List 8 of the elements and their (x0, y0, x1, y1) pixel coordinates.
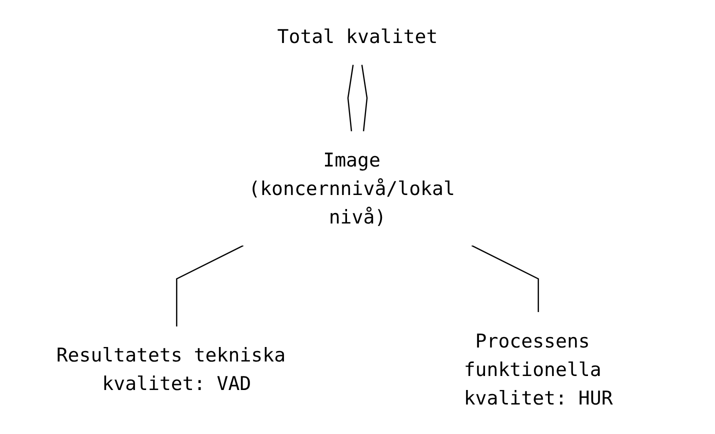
node-text: Resultatets tekniska kvalitet: VAD (56, 344, 286, 395)
connector (176, 245, 244, 326)
connector (361, 64, 368, 132)
connector (471, 245, 539, 312)
node-text: Total kvalitet (277, 24, 438, 48)
node-text: Processens funktionella kvalitet: HUR (464, 329, 613, 410)
connector (347, 64, 354, 132)
node-text: Image (koncernnivå/lokal nivå) (248, 148, 455, 228)
